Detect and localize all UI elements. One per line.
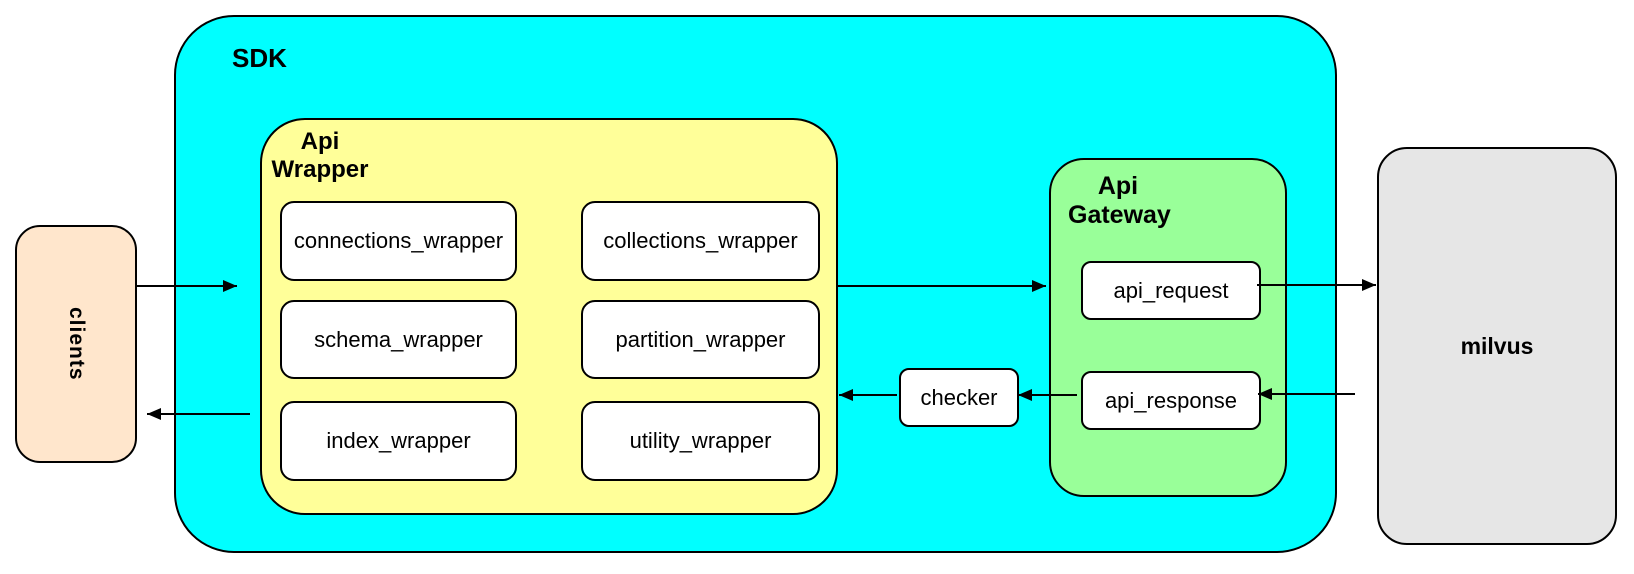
utility-wrapper-label: utility_wrapper bbox=[629, 428, 772, 453]
collections-wrapper-label: collections_wrapper bbox=[603, 228, 798, 253]
clients-box: clients bbox=[15, 225, 137, 463]
api-response-box: api_response bbox=[1081, 371, 1261, 430]
api-gateway-label: Api Gateway bbox=[1068, 172, 1171, 230]
clients-label: clients bbox=[65, 307, 88, 381]
api-response-label: api_response bbox=[1104, 387, 1238, 413]
utility-wrapper-box: utility_wrapper bbox=[581, 401, 820, 481]
api-wrapper-label-line1: Api bbox=[300, 128, 340, 155]
api-request-box: api_request bbox=[1081, 261, 1261, 320]
schema-wrapper-box: schema_wrapper bbox=[280, 300, 517, 379]
index-wrapper-label: index_wrapper bbox=[326, 428, 471, 453]
connections-wrapper-box: connections_wrapper bbox=[280, 201, 517, 281]
checker-box: checker bbox=[899, 368, 1019, 427]
api-request-label: api_request bbox=[1113, 277, 1229, 303]
api-wrapper-label: Api Wrapper bbox=[262, 128, 378, 185]
sdk-container: SDK Api Wrapper connections_wrapper coll… bbox=[174, 15, 1337, 553]
api-wrapper-label-line2: Wrapper bbox=[271, 156, 369, 184]
partition-wrapper-box: partition_wrapper bbox=[581, 300, 820, 379]
collections-wrapper-box: collections_wrapper bbox=[581, 201, 820, 281]
api-wrapper-container: Api Wrapper connections_wrapper collecti… bbox=[260, 118, 838, 515]
milvus-box: milvus bbox=[1377, 147, 1617, 545]
schema-wrapper-label: schema_wrapper bbox=[314, 326, 483, 352]
api-gateway-label-line2: Gateway bbox=[1068, 200, 1171, 229]
api-gateway-container: Api Gateway api_request api_response bbox=[1049, 158, 1287, 497]
milvus-label: milvus bbox=[1460, 332, 1534, 359]
partition-wrapper-label: partition_wrapper bbox=[615, 326, 786, 352]
checker-label: checker bbox=[920, 384, 998, 410]
index-wrapper-box: index_wrapper bbox=[280, 401, 517, 481]
api-gateway-label-line1: Api bbox=[1097, 172, 1139, 200]
sdk-label: SDK bbox=[232, 43, 287, 73]
connections-wrapper-label: connections_wrapper bbox=[293, 228, 504, 253]
